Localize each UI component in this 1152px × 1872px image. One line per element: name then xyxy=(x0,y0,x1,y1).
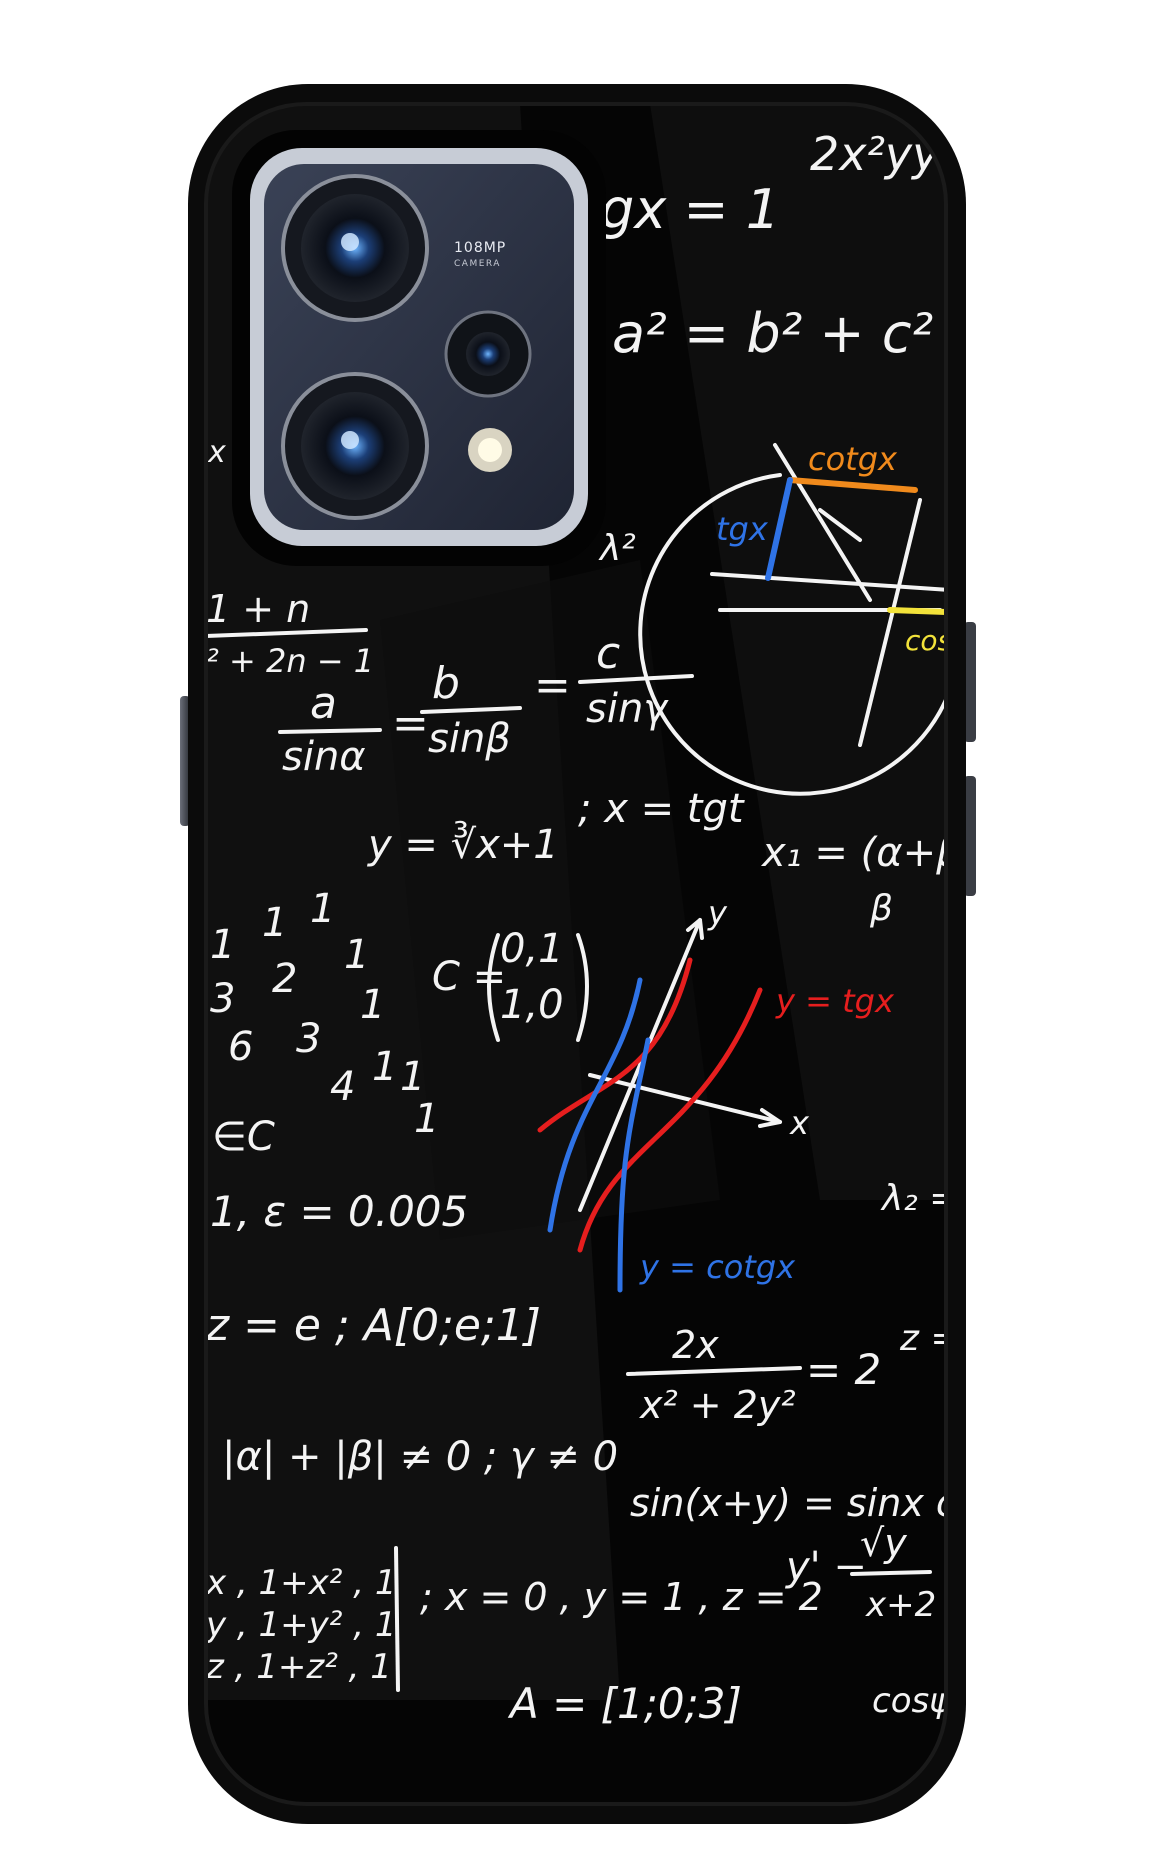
digit-cloud: 1 1 1 1 2 1 3 6 3 1 4 1 1 xyxy=(210,886,439,1142)
formula-lambda2: λ₂ = i xyxy=(880,1178,981,1219)
camera-badge-mp: 108MP xyxy=(454,240,506,256)
law-of-sines: a sinα = b sinβ = c sinγ xyxy=(278,628,694,780)
fraction-bar-sum xyxy=(206,628,368,638)
digit: 1 xyxy=(310,886,335,932)
digit: 1 xyxy=(400,1054,425,1100)
formula-alpha-beta: |α| + |β| ≠ 0 ; γ ≠ 0 xyxy=(222,1434,618,1480)
formula-x-tgt: ; x = tgt xyxy=(578,786,745,832)
sines-b-num: b xyxy=(432,658,460,709)
label-cos: cos xyxy=(905,624,952,657)
sines-c-den: sinγ xyxy=(586,686,669,732)
sines-b-den: sinβ xyxy=(428,716,511,762)
sines-c-num: c xyxy=(596,628,620,679)
equals-2: = xyxy=(534,660,571,711)
digit: 3 xyxy=(210,976,235,1022)
main-lens xyxy=(281,174,429,322)
matrix-c-row1: 0,1 xyxy=(500,926,564,972)
sines-a-den: sinα xyxy=(282,734,366,780)
fraction-2x: 2x x² + 2y² = 2 xyxy=(626,1323,881,1427)
matrix-c-row2: 1,0 xyxy=(500,982,564,1028)
determinant: x , 1+x² , 1 y , 1+y² , 1 z , 1+z² , 1 xyxy=(205,1546,400,1692)
side-button-right-bottom xyxy=(964,776,976,896)
macro-lens xyxy=(444,310,532,398)
digit: 1 xyxy=(210,922,235,968)
matrix-c-lhs: C = xyxy=(432,954,506,1000)
equals-1: = xyxy=(392,698,429,749)
determinant-row1: x , 1+x² , 1 xyxy=(205,1563,396,1603)
camera-module: 108MP CAMERA xyxy=(232,130,606,566)
digit: 1 xyxy=(414,1096,439,1142)
formula-z-eq: z = xyxy=(899,1318,961,1359)
derivative-lhs: y' − xyxy=(785,1544,867,1590)
formula-in-c: ∈C xyxy=(212,1114,275,1160)
digit: 1 xyxy=(360,982,385,1028)
label-axis-y: y xyxy=(707,894,728,932)
secondary-lens xyxy=(281,372,429,520)
digit: 4 xyxy=(330,1064,355,1110)
camera-badge-label: CAMERA xyxy=(454,259,501,269)
side-button-left xyxy=(180,696,190,826)
formula-beta: β xyxy=(869,888,893,929)
formula-1-plus-n: 1 + n xyxy=(206,587,310,631)
fraction-2x-den: x² + 2y² xyxy=(639,1383,796,1427)
label-axis-x: x xyxy=(789,1104,810,1142)
digit: 1 xyxy=(262,900,287,946)
determinant-row2: y , 1+y² , 1 xyxy=(205,1605,396,1645)
flash-icon xyxy=(468,428,512,472)
x-axis xyxy=(588,1073,782,1124)
case-rim xyxy=(204,102,948,1806)
tangent-graph: y = tgx y = cotgx y x xyxy=(537,894,895,1293)
digit: 3 xyxy=(296,1016,321,1062)
glass-reflection-2 xyxy=(650,104,946,1200)
formula-cosine-law: a² = b² + c² − 2 xyxy=(612,302,1047,365)
digit: 1 xyxy=(372,1044,397,1090)
formula-x-fragment: x xyxy=(207,435,226,470)
label-y-cotgx: y = cotgx xyxy=(639,1248,796,1286)
label-y-tgx: y = tgx xyxy=(775,982,895,1020)
formula-xyz-values: ; x = 0 , y = 1 , z = 2 xyxy=(420,1575,823,1619)
digit: 6 xyxy=(228,1024,253,1070)
digit: 1 xyxy=(344,932,369,978)
formula-epsilon: 1, ε = 0.005 xyxy=(210,1187,468,1236)
label-cotgx: cotgx xyxy=(808,440,898,478)
fraction-2x-rhs: = 2 xyxy=(806,1345,881,1394)
formula-x1: x₁ = (α+β xyxy=(760,830,962,876)
glass-reflection-3 xyxy=(380,560,720,1240)
derivative-den: x+2 xyxy=(865,1585,936,1625)
formula-sin-sum: sin(x+y) = sinx co xyxy=(630,1481,980,1525)
fraction-2x-num: 2x xyxy=(672,1323,719,1367)
formula-a-vector: A = [1;0;3] xyxy=(507,1679,742,1728)
formula-z-e: z = e ; A[0;e;1] xyxy=(205,1300,541,1351)
tg-curve-2 xyxy=(577,987,763,1253)
tg-curve-1 xyxy=(537,957,693,1133)
formula-2n-minus-1: ² + 2n − 1 xyxy=(206,642,374,680)
derivative-formula: y' − √y x+2 xyxy=(785,1521,936,1625)
formula-gx-1: gx = 1 xyxy=(600,178,780,241)
label-tgx: tgx xyxy=(716,510,769,548)
determinant-row3: z , 1+z² , 1 xyxy=(205,1647,392,1687)
formula-lambda-squared: λ² xyxy=(598,528,636,569)
formula-cube-root: y = ∛x+1 xyxy=(367,820,559,868)
cotg-curve-2 xyxy=(617,1037,651,1293)
matrix-c: C = 0,1 1,0 xyxy=(432,926,589,1042)
cotg-curve-1 xyxy=(547,977,643,1233)
digit: 2 xyxy=(272,956,297,1002)
derivative-num: √y xyxy=(860,1521,907,1565)
y-axis xyxy=(578,918,702,1212)
unit-circle-diagram: cotgx tgx cos xyxy=(638,440,952,796)
sines-a-num: a xyxy=(310,678,337,729)
side-button-right-top xyxy=(964,622,976,742)
formula-cos-psi: cosψ xyxy=(872,1681,952,1721)
